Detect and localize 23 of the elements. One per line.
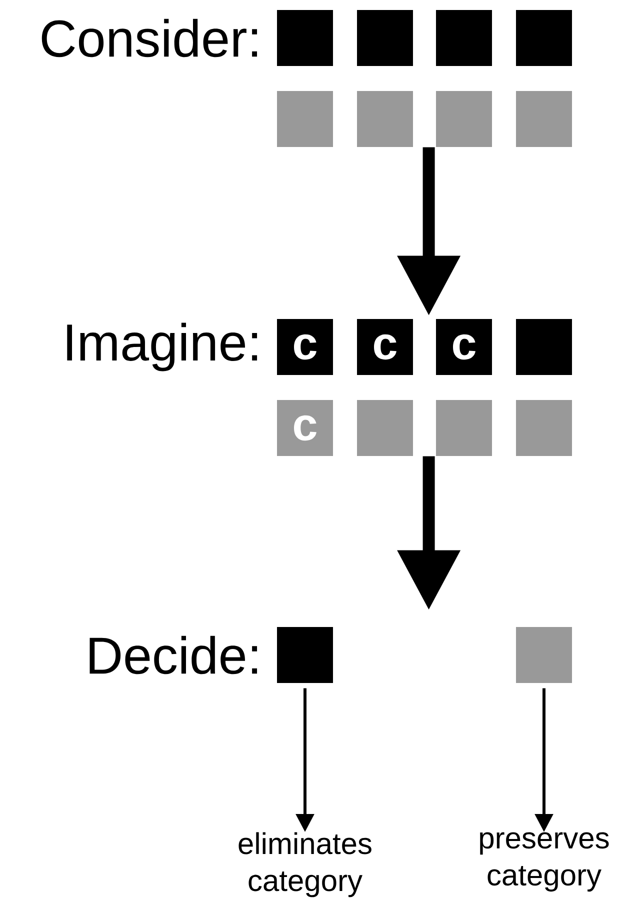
square-tile xyxy=(436,10,492,66)
square-tile xyxy=(277,91,333,147)
square-tile xyxy=(516,91,572,147)
square-tile xyxy=(516,400,572,456)
square-tile xyxy=(357,91,413,147)
square-tile xyxy=(516,627,572,683)
outcome-label: preserves category xyxy=(480,832,609,892)
outcome-label: eliminates category xyxy=(238,832,372,898)
square-tile xyxy=(357,10,413,66)
square-tile xyxy=(516,319,572,375)
square-tile xyxy=(516,10,572,66)
square-tile: c xyxy=(277,319,333,375)
square-tile xyxy=(436,400,492,456)
square-tile xyxy=(436,91,492,147)
square-tile: c xyxy=(436,319,492,375)
square-tile xyxy=(357,400,413,456)
stage-label: Consider: xyxy=(42,18,257,58)
stage-label: Decide: xyxy=(90,636,258,674)
stage-label: Imagine: xyxy=(67,322,258,372)
square-tile: c xyxy=(357,319,413,375)
square-tile: c xyxy=(277,400,333,456)
square-tile xyxy=(277,627,333,683)
square-tile xyxy=(277,10,333,66)
